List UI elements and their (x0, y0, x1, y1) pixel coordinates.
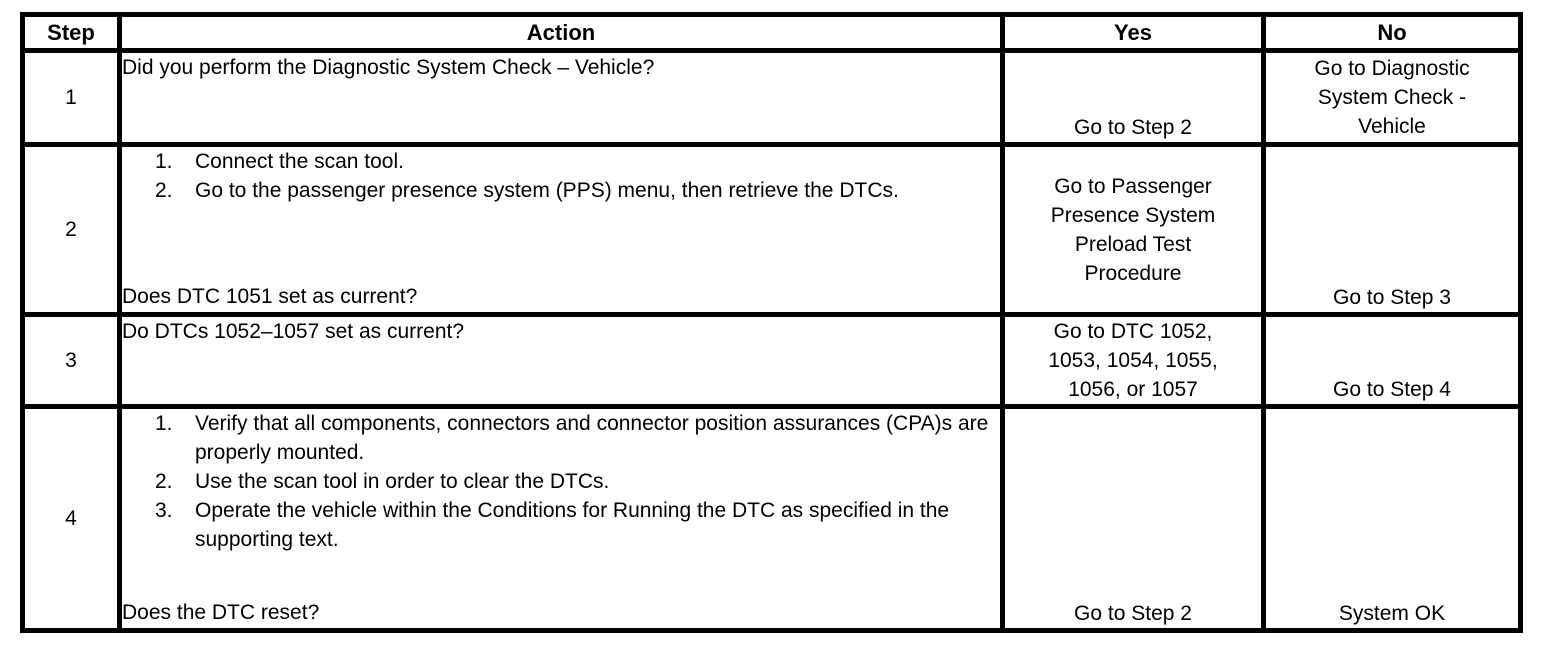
table-row-step-4: 4 1. Verify that all components, connect… (20, 404, 1523, 633)
action-cell-4: 1. Verify that all components, connector… (117, 404, 1005, 633)
yes-cell-1: Go to Step 2 (1000, 48, 1266, 147)
list-item-number: 3. (155, 499, 173, 522)
list-item-text: Verify that all components, connectors a… (195, 412, 989, 464)
action-list-2: 1. Connect the scan tool. 2. Go to the p… (125, 150, 998, 206)
header-cell-yes: Yes (1000, 12, 1266, 53)
list-item-number: 1. (155, 150, 173, 173)
header-cell-no: No (1261, 12, 1523, 53)
list-item: 2. Go to the passenger presence system (… (155, 176, 998, 205)
yes-text-1: Go to Step 2 (1074, 116, 1192, 139)
yes-text-3: Go to DTC 1052, 1053, 1054, 1055, 1056, … (1048, 320, 1218, 401)
dtc-diagnostic-procedure-table: Step Action Yes No 1 Did you perform the… (20, 12, 1523, 633)
action-cell-1: Did you perform the Diagnostic System Ch… (117, 48, 1005, 147)
action-question-1: Did you perform the Diagnostic System Ch… (122, 56, 655, 79)
action-list-4: 1. Verify that all components, connector… (125, 412, 998, 555)
step-number-2: 2 (20, 142, 122, 317)
action-cell-2: 1. Connect the scan tool. 2. Go to the p… (117, 142, 1005, 317)
action-question-2: Does DTC 1051 set as current? (122, 285, 418, 308)
no-cell-1: Go to Diagnostic System Check - Vehicle (1261, 48, 1523, 147)
no-cell-2: Go to Step 3 (1261, 142, 1523, 317)
header-cell-action: Action (117, 12, 1005, 53)
list-item-number: 1. (155, 412, 173, 435)
yes-text-2: Go to Passenger Presence System Preload … (1050, 174, 1216, 285)
no-text-4: System OK (1338, 602, 1446, 625)
action-cell-3: Do DTCs 1052–1057 set as current? (117, 312, 1005, 409)
list-item-text: Go to the passenger presence system (PPS… (195, 179, 899, 202)
action-question-3: Do DTCs 1052–1057 set as current? (122, 320, 465, 343)
table-row-step-1: 1 Did you perform the Diagnostic System … (20, 48, 1523, 147)
list-item: 3. Operate the vehicle within the Condit… (155, 496, 998, 554)
list-item-number: 2. (155, 179, 173, 202)
header-row: Step Action Yes No (20, 12, 1523, 53)
list-item: 2. Use the scan tool in order to clear t… (155, 467, 998, 496)
list-item-text: Connect the scan tool. (195, 150, 404, 173)
action-question-4: Does the DTC reset? (122, 601, 320, 624)
yes-cell-3: Go to DTC 1052, 1053, 1054, 1055, 1056, … (1000, 312, 1266, 409)
yes-cell-2: Go to Passenger Presence System Preload … (1000, 142, 1266, 317)
no-cell-3: Go to Step 4 (1261, 312, 1523, 409)
list-item: 1. Verify that all components, connector… (155, 412, 998, 468)
step-number-3: 3 (20, 312, 122, 409)
list-item-text: Operate the vehicle within the Condition… (195, 499, 950, 551)
step-number-4: 4 (20, 404, 122, 633)
no-text-2: Go to Step 3 (1333, 286, 1451, 309)
no-text-3: Go to Step 4 (1333, 378, 1451, 401)
header-cell-step: Step (20, 12, 122, 53)
step-number-1: 1 (20, 48, 122, 147)
table-row-step-2: 2 1. Connect the scan tool. 2. Go to the… (20, 142, 1523, 317)
list-item-text: Use the scan tool in order to clear the … (195, 470, 610, 493)
no-cell-4: System OK (1261, 404, 1523, 633)
list-item: 1. Connect the scan tool. (155, 150, 998, 177)
table-row-step-3: 3 Do DTCs 1052–1057 set as current? Go t… (20, 312, 1523, 409)
list-item-number: 2. (155, 470, 173, 493)
yes-cell-4: Go to Step 2 (1000, 404, 1266, 633)
yes-text-4: Go to Step 2 (1074, 602, 1192, 625)
no-text-1: Go to Diagnostic System Check - Vehicle (1314, 57, 1470, 138)
